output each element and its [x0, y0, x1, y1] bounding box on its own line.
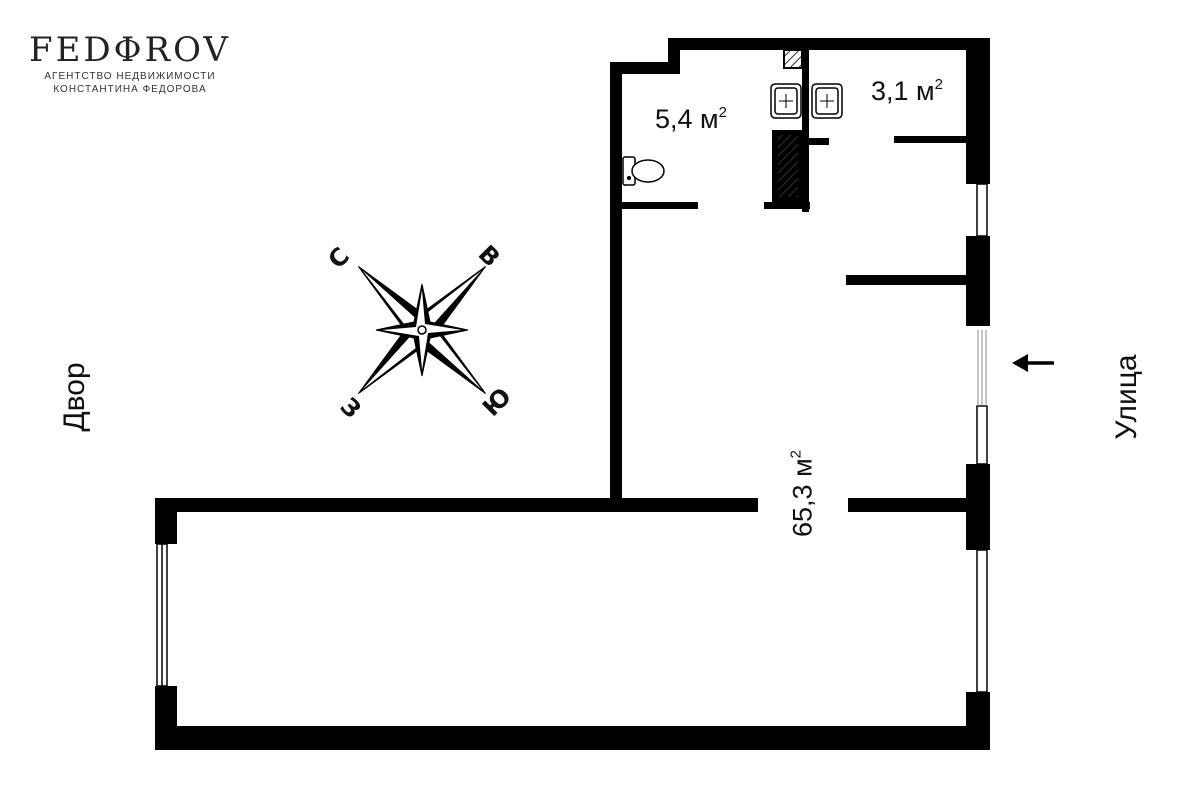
area-value-bathroom: 5,4 м: [655, 104, 719, 134]
wall-left-upper: [610, 62, 622, 510]
area-label-utility: 3,1 м2: [871, 76, 943, 107]
window-right-4: [976, 549, 988, 693]
window-right-3: [976, 405, 988, 465]
logo-tagline-2: КОНСТАНТИНА ФЕДОРОВА: [53, 84, 207, 95]
area-value-main: 65,3 м: [787, 458, 818, 537]
wall-step-vertical: [668, 38, 680, 74]
area-unit-sup-bathroom: 2: [718, 104, 727, 121]
wall-right-4: [966, 692, 990, 750]
logo-name: FEDΦROV: [29, 30, 231, 70]
wall-bathroom-divider: [802, 50, 809, 212]
entrance-door: [977, 330, 987, 406]
wall-top-main: [668, 38, 990, 50]
wall-middle-horizontal: [155, 498, 758, 512]
wall-right-3: [966, 464, 990, 550]
shaft-top: [783, 49, 803, 69]
wall-left-top-stub: [155, 498, 177, 544]
wall-right-1: [966, 38, 990, 184]
area-label-main: 65,3 м2: [788, 429, 819, 559]
wall-utility-stub: [809, 138, 829, 145]
area-unit-sup-main: 2: [787, 450, 805, 459]
area-unit-sup-utility: 2: [934, 76, 943, 93]
wall-bathroom-bottom: [622, 202, 698, 209]
agency-logo: FEDΦROV АГЕНТСТВО НЕДВИЖИМОСТИ КОНСТАНТИ…: [25, 30, 235, 96]
shaft-pillar: [778, 135, 798, 197]
side-label-street: Улица: [1110, 354, 1143, 440]
wall-right-2: [966, 236, 990, 326]
area-label-bathroom: 5,4 м2: [655, 104, 727, 135]
wall-utility-bottom: [894, 136, 966, 143]
side-label-yard: Двор: [58, 362, 91, 432]
window-right-1: [976, 183, 988, 237]
compass-rose: [357, 265, 487, 395]
sinks: [770, 83, 843, 119]
toilet: [622, 156, 665, 186]
logo-tagline-1: АГЕНТСТВО НЕДВИЖИМОСТИ: [44, 71, 216, 82]
entrance-arrow: [1012, 354, 1054, 372]
windows: [156, 183, 988, 693]
compass-highlight: [417, 270, 482, 330]
area-value-utility: 3,1 м: [871, 76, 935, 106]
outer-walls: [155, 38, 990, 750]
wall-middle-horizontal-right: [848, 498, 978, 512]
shafts: [778, 49, 803, 197]
wall-top-step: [610, 62, 680, 74]
wall-partition-room: [846, 275, 966, 285]
wall-bottom: [155, 726, 990, 750]
